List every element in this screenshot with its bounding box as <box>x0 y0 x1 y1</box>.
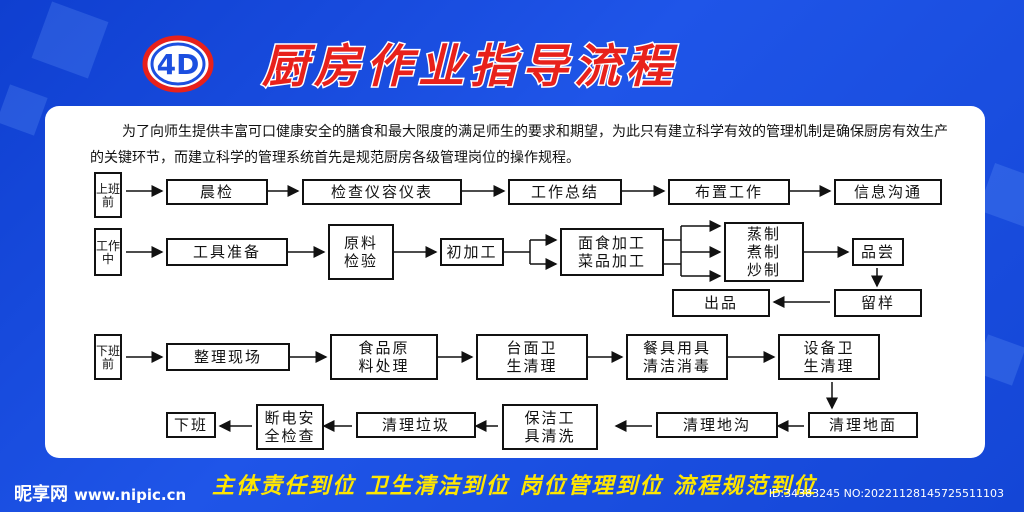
step-morning-check: 晨检 <box>166 179 268 205</box>
step-pasta-dish-processing: 面食加工 菜品加工 <box>560 228 664 276</box>
slogan: 主体责任到位 卫生清洁到位 岗位管理到位 流程规范到位 <box>212 474 817 499</box>
step-cleaning-tool-washing: 保洁工 具清洗 <box>502 404 598 450</box>
step-steam-boil-fry: 蒸制 煮制 炒制 <box>724 222 804 282</box>
step-tidy-site: 整理现场 <box>166 343 290 371</box>
step-off-duty: 下班 <box>166 412 216 438</box>
step-counter-cleaning: 台面卫 生清理 <box>476 334 588 380</box>
watermark-brand: 昵享网 <box>14 484 68 505</box>
logo-text: 4D <box>157 48 200 81</box>
step-check-appearance: 检查仪容仪表 <box>302 179 462 205</box>
intro-text: 为了向师生提供丰富可口健康安全的膳食和最大限度的满足师生的要求和期望，为此只有建… <box>90 124 948 166</box>
step-garbage-cleaning: 清理垃圾 <box>356 412 476 438</box>
image-id-line: ID:34383245 NO:20221128145725511103 <box>768 487 1004 500</box>
step-work-summary: 工作总结 <box>508 179 622 205</box>
step-primary-processing: 初加工 <box>440 238 504 266</box>
step-tableware-disinfection: 餐具用具 清洁消毒 <box>626 334 728 380</box>
step-tool-prep: 工具准备 <box>166 238 288 266</box>
stage-label-before-work: 上班前 <box>94 172 122 218</box>
watermark-url: www.nipic.cn <box>74 486 187 504</box>
step-sample-retention: 留样 <box>834 289 922 317</box>
step-floor-cleaning: 清理地面 <box>808 412 918 438</box>
step-serve: 出品 <box>672 289 770 317</box>
watermark: 昵享网 www.nipic.cn <box>14 480 186 506</box>
step-material-inspection: 原料 检验 <box>328 224 394 280</box>
step-equipment-cleaning: 设备卫 生清理 <box>778 334 880 380</box>
stage-label-during-work: 工作中 <box>94 228 122 276</box>
step-power-off-safety-check: 断电安 全检查 <box>256 404 324 450</box>
stage-label-after-work: 下班前 <box>94 334 122 380</box>
logo: 4D <box>142 34 214 94</box>
step-tasting: 品尝 <box>852 238 904 266</box>
step-food-material-handling: 食品原 料处理 <box>330 334 438 380</box>
step-drain-cleaning: 清理地沟 <box>656 412 778 438</box>
step-assign-work: 布置工作 <box>668 179 790 205</box>
step-info-communication: 信息沟通 <box>834 179 942 205</box>
page-title: 厨房作业指导流程 <box>261 38 678 95</box>
